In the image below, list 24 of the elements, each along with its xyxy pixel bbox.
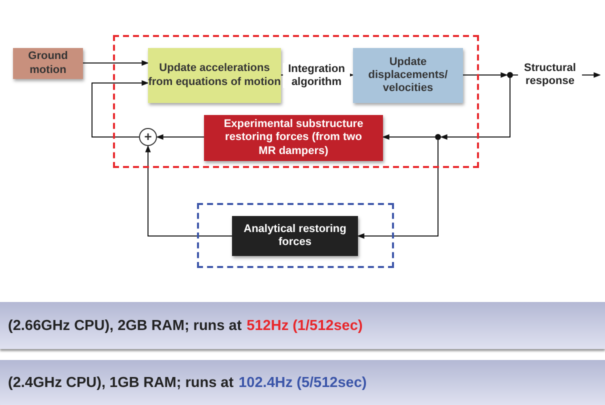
input-box: Ground motion: [13, 48, 83, 79]
junction-dot: [435, 134, 441, 140]
edge-label: Structural response: [518, 62, 582, 88]
arrow: [92, 80, 149, 138]
junction-dot: [507, 72, 513, 78]
arrow: [462, 72, 508, 78]
summing-junction: +: [139, 128, 157, 146]
process-box: Analytical restoring forces: [232, 216, 358, 256]
spec-text: (2.4GHz CPU), 1GB RAM; runs at: [8, 374, 234, 390]
process-box: Experimental substructure restoring forces (from two MR dampers): [204, 115, 383, 161]
arrow: [82, 60, 149, 66]
arrow: [357, 140, 438, 239]
process-box: Update displacements/ velocities: [353, 48, 463, 103]
group-frame: [113, 35, 479, 168]
rate-text: 102.4Hz (5/512sec): [238, 374, 367, 390]
rate-text: 512Hz (1/512sec): [246, 318, 363, 334]
group-frame: [197, 203, 394, 268]
arrow: [156, 134, 204, 140]
spec-text: (2.66GHz CPU), 2GB RAM; runs at: [8, 318, 242, 334]
edge-label: Integration algorithm: [283, 63, 350, 88]
arrow: [145, 145, 232, 236]
process-box: Update accelerations from equations of motion: [148, 48, 281, 103]
arrow: [440, 78, 510, 140]
arrow: [382, 134, 436, 140]
